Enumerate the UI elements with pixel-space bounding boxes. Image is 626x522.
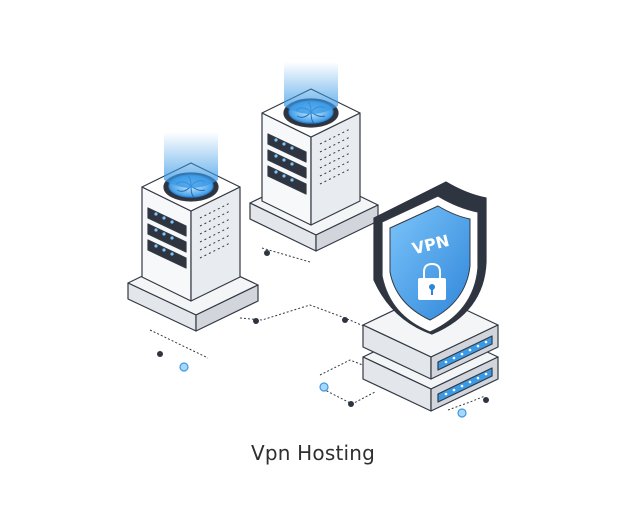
right-data-beam <box>284 62 338 114</box>
left-data-beam <box>164 132 218 188</box>
right-drive-bays <box>267 133 307 195</box>
connection-node <box>348 401 354 407</box>
right-server <box>249 62 379 252</box>
network-switch-icon <box>362 292 499 412</box>
connection-node <box>342 317 348 323</box>
connection-node <box>253 318 259 324</box>
vpn-shield: VPN <box>373 181 487 335</box>
connection-node <box>179 362 189 372</box>
padlock-icon <box>418 263 446 300</box>
left-drive-bays <box>147 207 187 269</box>
connection-node <box>483 397 489 403</box>
connection-node <box>319 382 329 392</box>
connection-node <box>264 250 270 256</box>
illustration-caption: Vpn Hosting <box>250 441 376 465</box>
router-lower-port-strip <box>437 367 493 403</box>
left-server <box>127 132 259 332</box>
connection-node <box>457 408 467 418</box>
connection-nodes <box>157 250 489 418</box>
router-upper-port-strip <box>437 335 493 371</box>
left-vent-grid <box>199 202 231 259</box>
connection-node <box>157 351 163 357</box>
right-vent-grid <box>319 128 351 185</box>
